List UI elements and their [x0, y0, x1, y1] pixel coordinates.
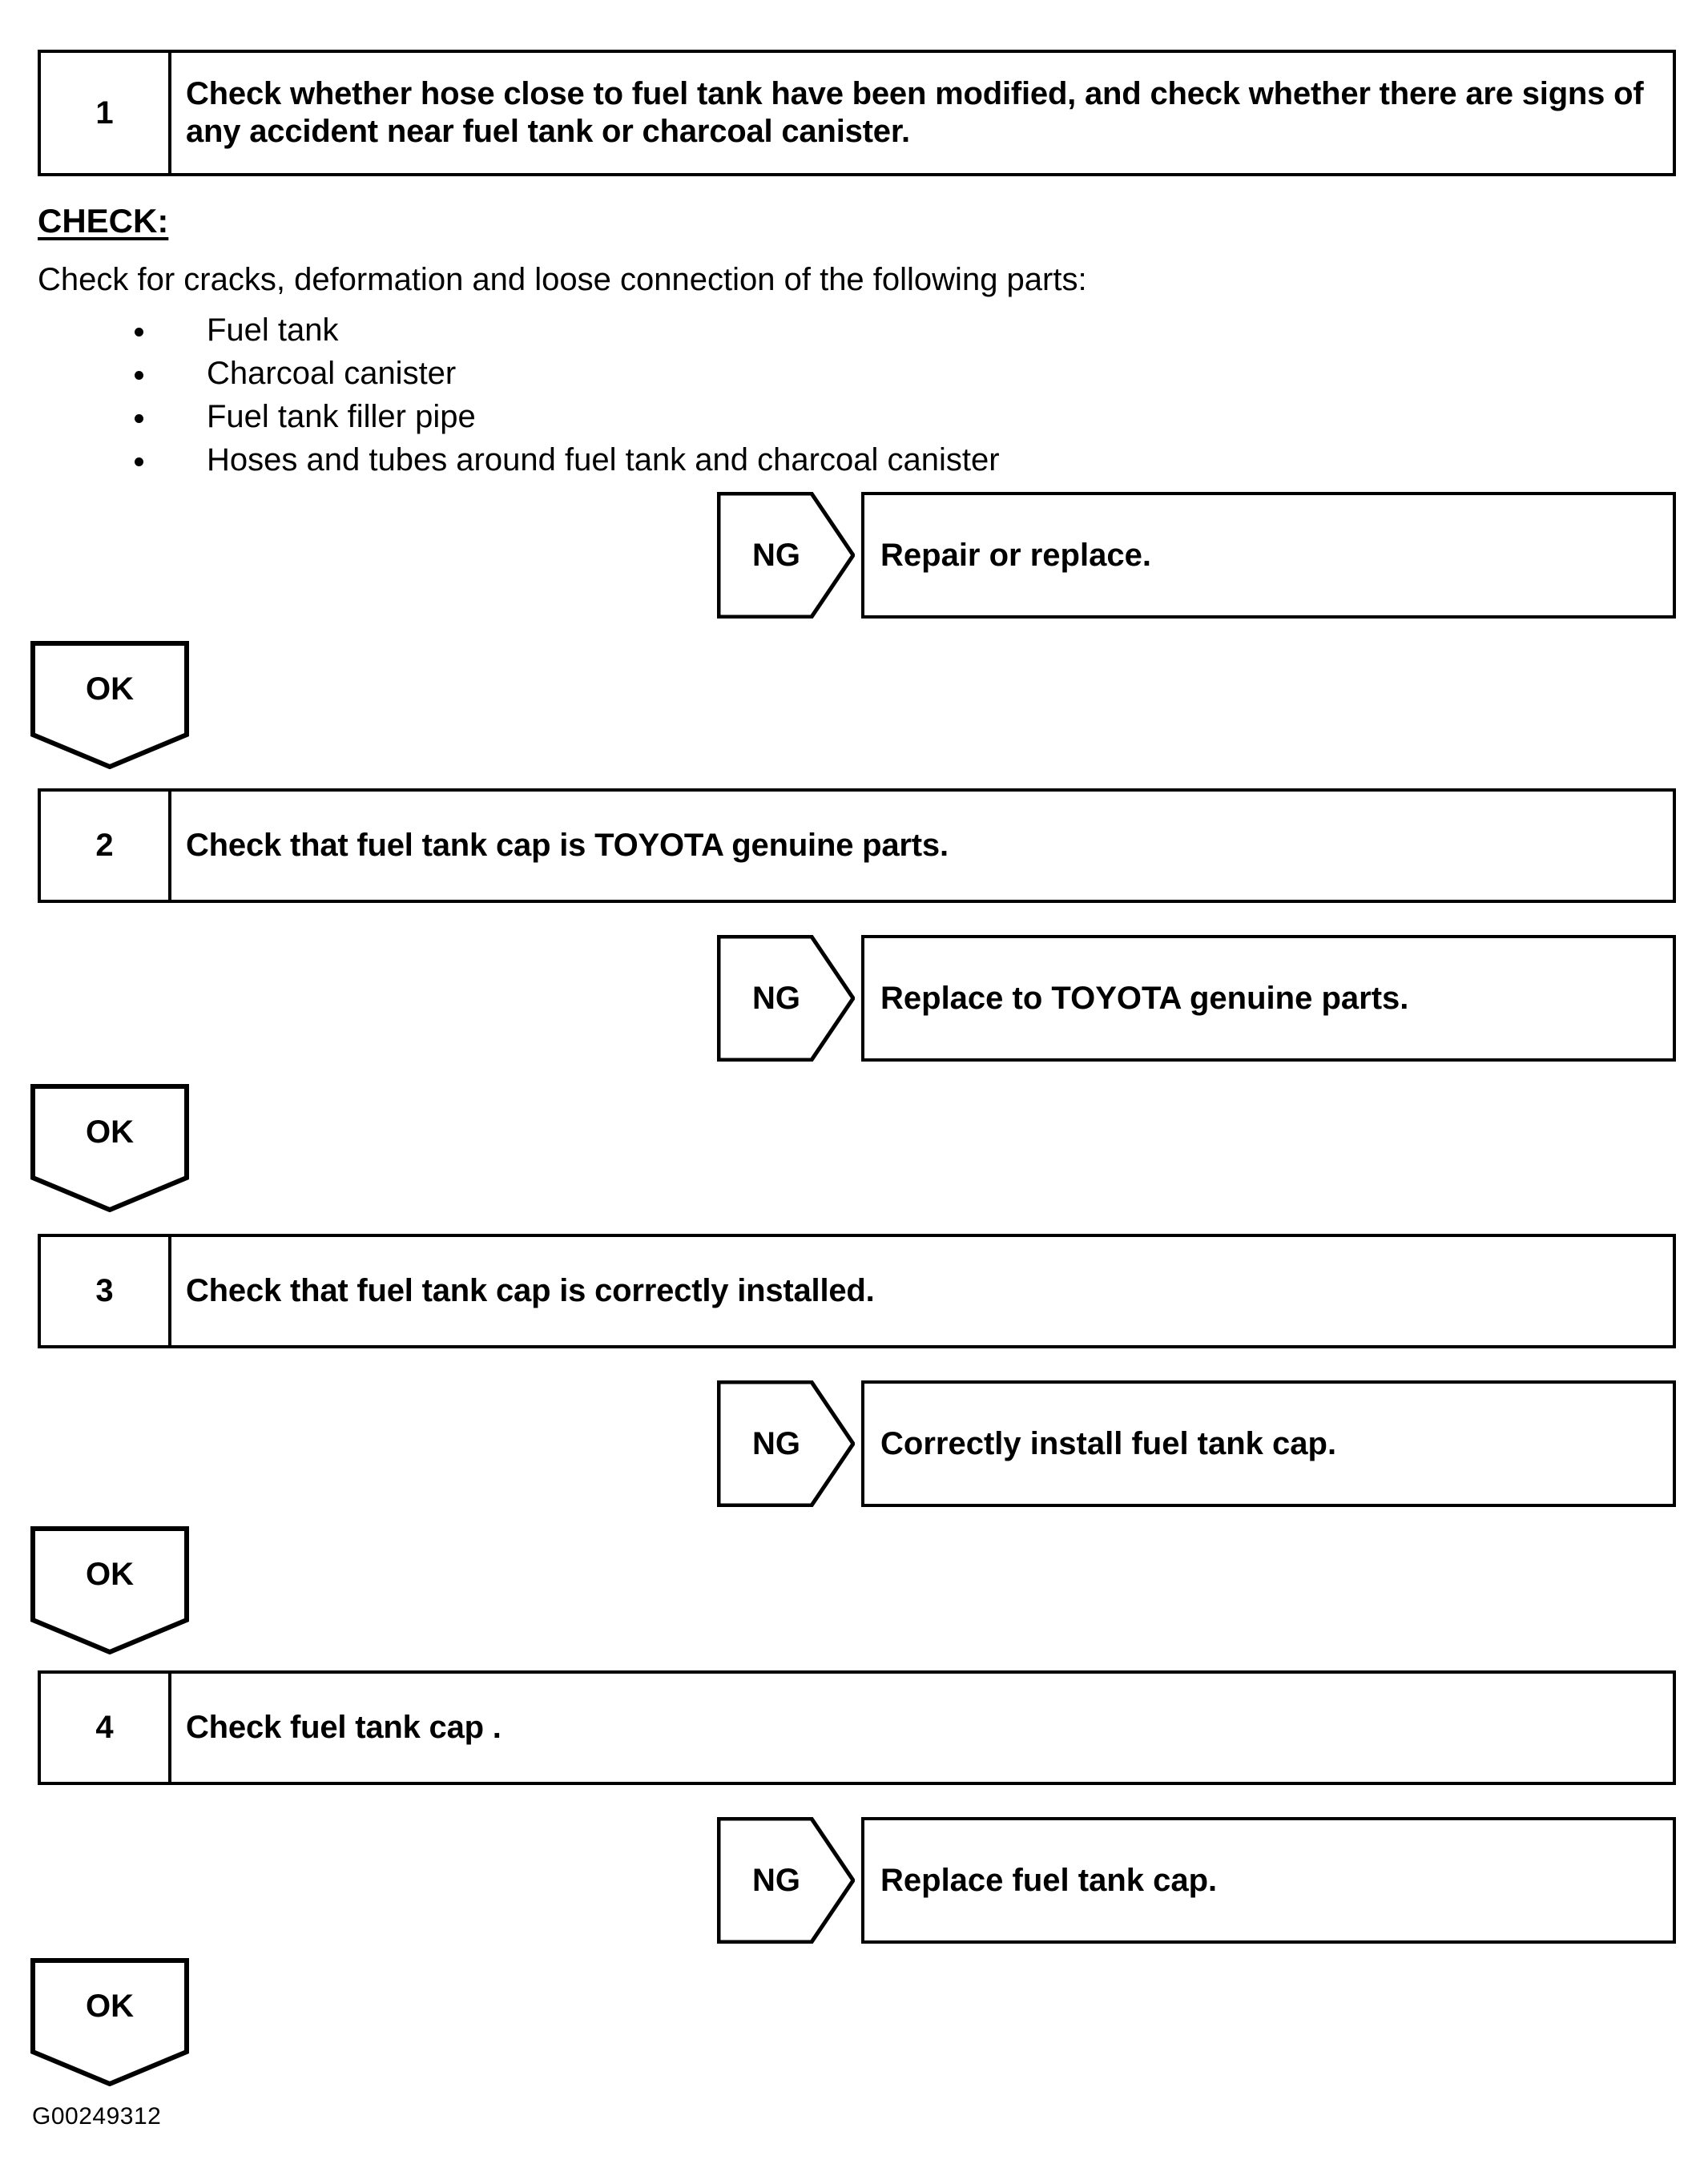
list-item-label: Hoses and tubes around fuel tank and cha…: [207, 442, 1000, 478]
ng-result-box-3: Correctly install fuel tank cap.: [861, 1380, 1676, 1507]
ok-connector-3: OK: [30, 1526, 189, 1654]
ok-pentagon-icon: [30, 1526, 189, 1654]
list-item: Fuel tank filler pipe: [135, 395, 1416, 438]
ng-pentagon-icon: [717, 492, 855, 619]
ng-connector-1: NG: [717, 492, 855, 619]
list-item-label: Charcoal canister: [207, 356, 457, 391]
step-instruction-2: Check that fuel tank cap is TOYOTA genui…: [186, 827, 949, 863]
ok-label-4: OK: [86, 1989, 134, 2024]
step-number-2: 2: [41, 792, 171, 900]
ng-result-text-4: Replace fuel tank cap.: [880, 1862, 1218, 1898]
ok-pentagon-icon: [30, 1958, 189, 2086]
ng-pentagon-icon: [717, 1817, 855, 1944]
list-item: Hoses and tubes around fuel tank and cha…: [135, 438, 1416, 482]
check-heading: CHECK:: [38, 202, 169, 240]
ng-label-4: NG: [752, 1862, 800, 1898]
ng-pentagon-icon: [717, 935, 855, 1062]
ng-label-1: NG: [752, 537, 800, 573]
check-items-list: Fuel tank Charcoal canister Fuel tank fi…: [135, 308, 1416, 482]
ng-connector-4: NG: [717, 1817, 855, 1944]
ok-pentagon-icon: [30, 641, 189, 769]
ok-label-3: OK: [86, 1557, 134, 1592]
ok-pentagon-icon: [30, 1084, 189, 1212]
step-box-2: 2 Check that fuel tank cap is TOYOTA gen…: [38, 788, 1676, 903]
ng-result-box-1: Repair or replace.: [861, 492, 1676, 619]
step-box-3: 3 Check that fuel tank cap is correctly …: [38, 1234, 1676, 1348]
ng-label-2: NG: [752, 980, 800, 1016]
ok-connector-1: OK: [30, 641, 189, 769]
ng-connector-2: NG: [717, 935, 855, 1062]
ok-connector-2: OK: [30, 1084, 189, 1212]
step-instruction-1: Check whether hose close to fuel tank ha…: [186, 75, 1644, 149]
step-number-3: 3: [41, 1237, 171, 1345]
ng-pentagon-icon: [717, 1380, 855, 1507]
step-box-1: 1 Check whether hose close to fuel tank …: [38, 50, 1676, 176]
ok-label-2: OK: [86, 1114, 134, 1150]
ng-result-text-1: Repair or replace.: [880, 537, 1151, 573]
ok-label-1: OK: [86, 671, 134, 707]
bullet-dot-icon: [135, 457, 143, 466]
step-instruction-3: Check that fuel tank cap is correctly in…: [186, 1272, 875, 1308]
step-number-1: 1: [41, 53, 171, 173]
ng-result-box-2: Replace to TOYOTA genuine parts.: [861, 935, 1676, 1062]
ng-result-text-2: Replace to TOYOTA genuine parts.: [880, 980, 1409, 1016]
step-box-4: 4 Check fuel tank cap .: [38, 1670, 1676, 1785]
ng-result-box-4: Replace fuel tank cap.: [861, 1817, 1676, 1944]
list-item-label: Fuel tank: [207, 312, 339, 348]
bullet-dot-icon: [135, 328, 143, 336]
bullet-dot-icon: [135, 414, 143, 423]
ng-label-3: NG: [752, 1425, 800, 1461]
check-intro-text: Check for cracks, deformation and loose …: [38, 262, 1087, 297]
step-instruction-4: Check fuel tank cap .: [186, 1709, 502, 1745]
figure-reference-code: G00249312: [32, 2103, 162, 2130]
list-item-label: Fuel tank filler pipe: [207, 399, 476, 434]
bullet-dot-icon: [135, 371, 143, 380]
list-item: Fuel tank: [135, 308, 1416, 352]
step-number-4: 4: [41, 1674, 171, 1782]
ng-connector-3: NG: [717, 1380, 855, 1507]
ok-connector-4: OK: [30, 1958, 189, 2086]
ng-result-text-3: Correctly install fuel tank cap.: [880, 1425, 1337, 1461]
list-item: Charcoal canister: [135, 352, 1416, 395]
